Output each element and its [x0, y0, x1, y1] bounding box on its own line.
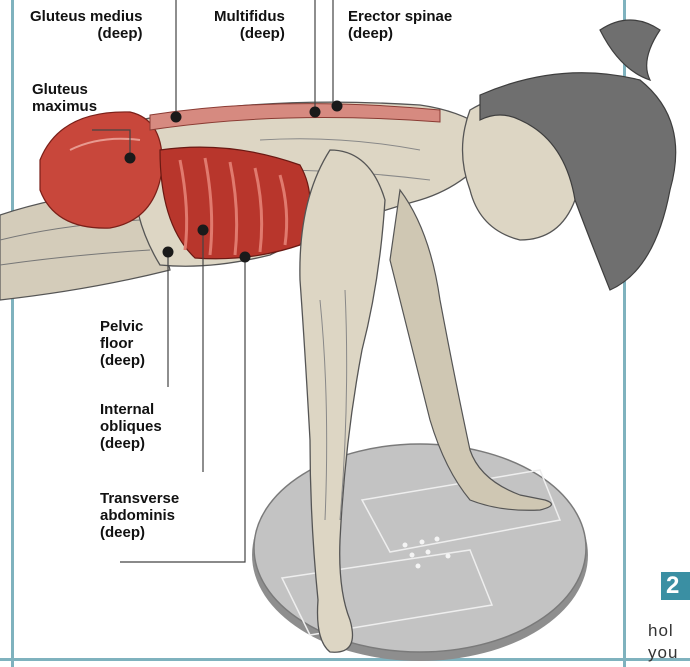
- body-text-line: you: [648, 642, 690, 664]
- label-line: (deep): [100, 352, 145, 369]
- label-line: maximus: [32, 98, 97, 115]
- label-gluteus-medius: Gluteus medius (deep): [30, 8, 143, 42]
- label-line: Pelvic: [100, 318, 145, 335]
- label-pelvic-floor: Pelvic floor (deep): [100, 318, 145, 369]
- label-line: Multifidus: [214, 8, 285, 25]
- label-line: floor: [100, 335, 145, 352]
- label-line: Internal: [100, 401, 162, 418]
- label-multifidus: Multifidus (deep): [214, 8, 285, 42]
- label-line: (deep): [214, 25, 285, 42]
- label-line: (deep): [100, 435, 162, 452]
- label-line: Transverse: [100, 490, 179, 507]
- label-line: Erector spinae: [348, 8, 452, 25]
- label-line: (deep): [348, 25, 452, 42]
- label-erector-spinae: Erector spinae (deep): [348, 8, 452, 42]
- label-line: Gluteus medius: [30, 8, 143, 25]
- head: [463, 20, 676, 290]
- step-number-badge: 2: [661, 572, 690, 600]
- label-transverse-abdominis: Transverse abdominis (deep): [100, 490, 179, 541]
- label-line: (deep): [30, 25, 143, 42]
- label-gluteus-maximus: Gluteus maximus: [32, 81, 97, 115]
- label-line: obliques: [100, 418, 162, 435]
- gluteus-maximus-muscle: [40, 112, 162, 228]
- balance-board: [252, 444, 588, 661]
- label-line: Gluteus: [32, 81, 97, 98]
- label-line: abdominis: [100, 507, 179, 524]
- oblique-muscles: [160, 147, 310, 259]
- body-text-line: hol: [648, 620, 690, 642]
- label-line: (deep): [100, 524, 179, 541]
- label-internal-obliques: Internal obliques (deep): [100, 401, 162, 452]
- body-text-fragment: hol you: [648, 620, 690, 664]
